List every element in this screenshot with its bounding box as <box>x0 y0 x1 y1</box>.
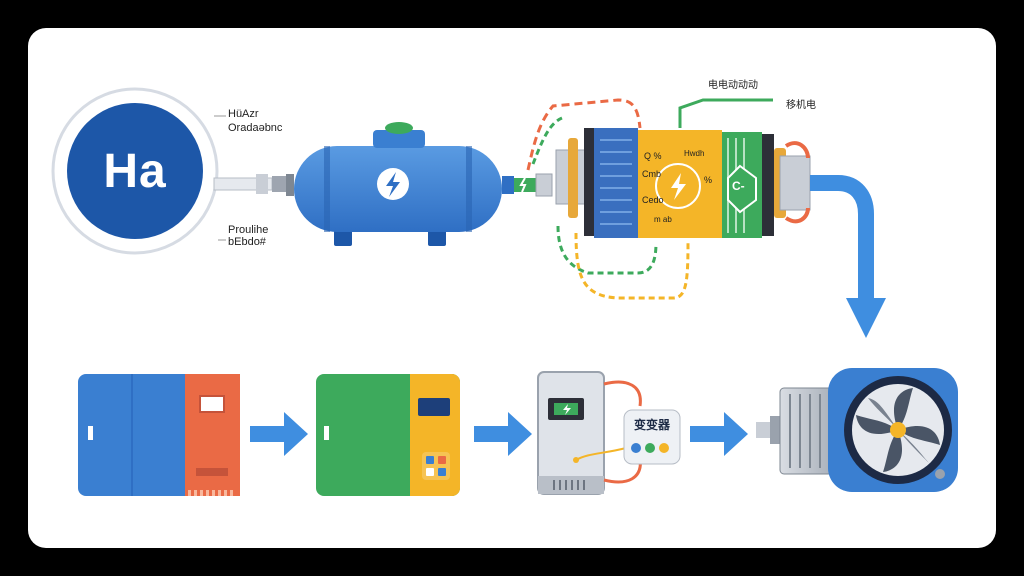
source-inner-circle <box>67 103 203 239</box>
fuel-cell-stack <box>555 128 811 238</box>
cell-blue-plate <box>594 128 638 238</box>
cell-inner-text-3: Cedo <box>642 195 664 205</box>
diagram-canvas: Ha HüAzr Oradaəbnc Proulihe bEbdo# 电电动动动… <box>28 28 996 548</box>
tank-to-cell-connector <box>514 173 553 197</box>
flow-arrow-3 <box>690 412 748 456</box>
hydrogen-source <box>51 87 226 255</box>
cell-inner-text-4: Hwdh <box>684 149 705 158</box>
cell-wires <box>526 98 773 300</box>
flow-arrow-1 <box>250 412 308 456</box>
hydrogen-tank <box>286 122 514 246</box>
source-label-top-2: Oradaəbnc <box>228 122 283 134</box>
down-arrow <box>846 298 886 338</box>
cell-inner-text-5: m ab <box>654 215 672 224</box>
cell-inner-text-6: % <box>704 175 713 185</box>
cell-clamp-right <box>779 155 811 211</box>
source-label-top-1: HüAzr <box>228 108 259 120</box>
diagram-svg <box>51 87 958 496</box>
cell-inner-text-2: Cmb <box>642 169 662 179</box>
inverter-unit <box>537 371 681 495</box>
inverter-label: 变变器 <box>633 418 670 432</box>
source-label-bottom-2: bEbdo# <box>228 236 266 248</box>
cell-inner-text-7: C- <box>732 179 745 193</box>
battery-pack <box>78 374 240 496</box>
power-controller <box>316 374 460 496</box>
source-symbol: Ha <box>103 145 167 198</box>
electric-motor <box>756 368 958 492</box>
flow-arrow-2 <box>474 412 532 456</box>
cell-inner-text-1: Q % <box>644 151 662 161</box>
cell-label-top-1: 电电动动动 <box>708 80 758 91</box>
cell-outlet-pipe <box>810 175 886 338</box>
tank-valve <box>385 122 413 134</box>
cell-label-top-2: 移机电 <box>786 100 816 111</box>
source-label-bottom-1: Proulihe <box>228 224 269 236</box>
source-pipe <box>213 174 290 194</box>
